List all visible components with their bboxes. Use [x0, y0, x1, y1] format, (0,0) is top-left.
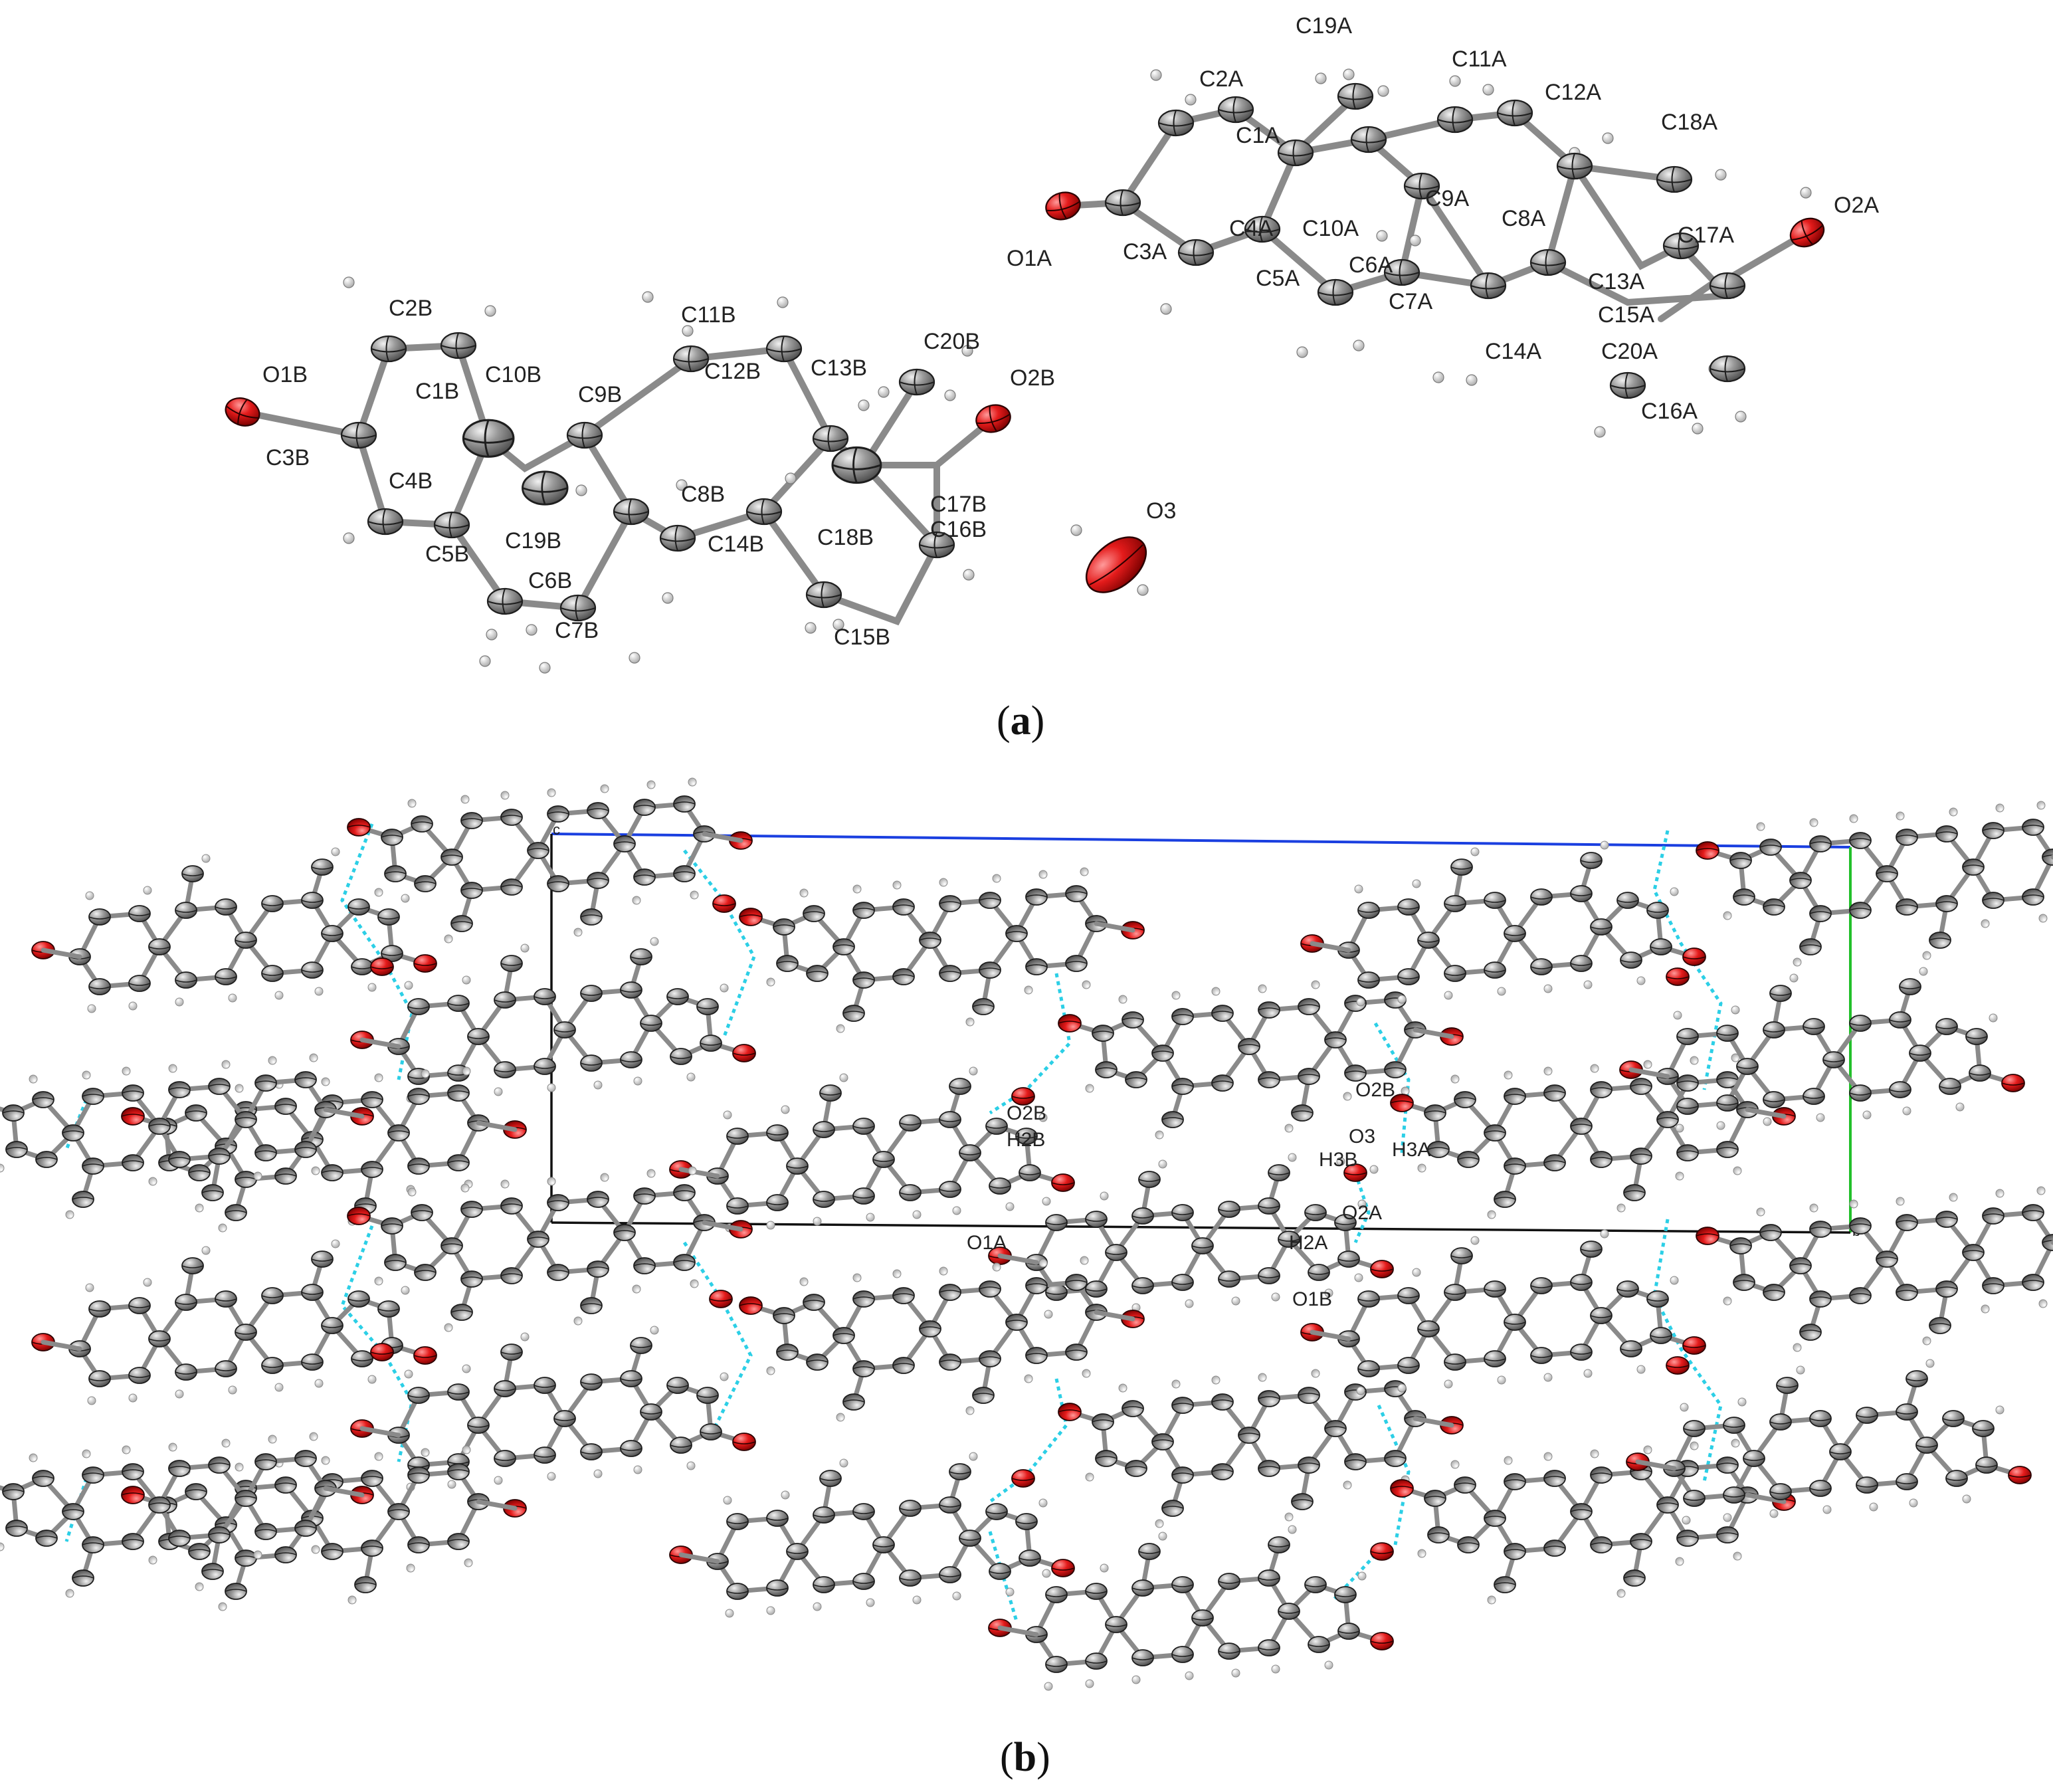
label-C17B: C17B — [930, 492, 987, 517]
packing-molecule — [1301, 1230, 1706, 1395]
label-C13B: C13B — [811, 355, 867, 381]
label-C12A: C12A — [1545, 80, 1601, 105]
label-O2B: O2B — [1010, 365, 1055, 391]
label-C5B: C5B — [425, 542, 469, 567]
packing-molecule — [1696, 1187, 2053, 1351]
label-C9A: C9A — [1425, 186, 1469, 211]
label-O2A: O2A — [1834, 193, 1879, 218]
axis-label-c: c — [553, 821, 560, 838]
label-C11A: C11A — [1452, 47, 1507, 72]
label-C8A: C8A — [1502, 206, 1545, 231]
label-H3B: H3B — [1319, 1149, 1357, 1171]
label-O2B-left: O2B — [1007, 1102, 1046, 1124]
label-H3A: H3A — [1392, 1139, 1430, 1161]
label-O1A: O1A — [1007, 246, 1052, 271]
label-C20A: C20A — [1601, 339, 1658, 364]
label-O2A: O2A — [1342, 1202, 1382, 1224]
label-C7A: C7A — [1389, 289, 1432, 314]
label-C10A: C10A — [1302, 216, 1359, 241]
label-C18B: C18B — [817, 525, 874, 550]
packing-molecule — [1391, 1054, 1795, 1219]
packing-molecule — [739, 1256, 1144, 1421]
packing-molecule — [739, 868, 1144, 1033]
label-C4A: C4A — [1229, 216, 1273, 241]
packing-molecule — [347, 778, 752, 943]
label-O1B: O1B — [1292, 1288, 1332, 1310]
packing-molecule — [351, 938, 755, 1102]
label-C1A: C1A — [1236, 123, 1280, 148]
label-H2A: H2A — [1289, 1232, 1327, 1254]
panel-b-caption: (b) — [1000, 1735, 1050, 1780]
label-C14A: C14A — [1485, 339, 1541, 364]
packing-molecule — [32, 1240, 437, 1405]
label-C15A: C15A — [1598, 302, 1654, 328]
label-C12B: C12B — [704, 359, 761, 384]
molecule-a-atom-labels: C2A C1A C19A C11A C12A C18A O2A C17A C9A… — [1007, 13, 1879, 424]
packing-molecules — [0, 778, 2053, 1690]
water-o3: O3 — [1070, 498, 1176, 596]
label-O1A: O1A — [967, 1232, 1007, 1254]
packing-waters — [370, 894, 1690, 1561]
label-C2A: C2A — [1199, 66, 1243, 92]
label-C6B: C6B — [528, 568, 572, 593]
label-H2B: H2B — [1007, 1129, 1045, 1151]
label-C3A: C3A — [1123, 239, 1167, 264]
label-C14B: C14B — [708, 532, 764, 557]
packing-molecule — [1626, 1359, 2031, 1524]
label-C8B: C8B — [681, 482, 725, 507]
label-O2B-right: O2B — [1355, 1079, 1395, 1101]
label-C19A: C19A — [1296, 13, 1352, 39]
label-C2B: C2B — [389, 296, 433, 321]
packing-molecule — [347, 1167, 752, 1332]
hydrogen-bonds — [64, 823, 1723, 1622]
label-C1B: C1B — [415, 379, 459, 404]
label-C17A: C17A — [1678, 223, 1734, 248]
label-C18A: C18A — [1661, 110, 1717, 135]
molecule-b-atom-labels: C2B C1B C10B C9B C11B C12B C13B C20B O2B… — [262, 296, 1055, 650]
packing-molecule — [1301, 841, 1706, 1006]
label-O3: O3 — [1349, 1126, 1375, 1147]
label-C20B: C20B — [924, 329, 980, 354]
label-C9B: C9B — [578, 382, 622, 407]
label-C16B: C16B — [930, 517, 987, 542]
label-C6A: C6A — [1349, 252, 1393, 278]
label-O1B: O1B — [262, 362, 308, 387]
label-C11B: C11B — [681, 302, 736, 328]
label-C10B: C10B — [485, 362, 541, 387]
label-O3: O3 — [1146, 498, 1176, 524]
packing-molecule — [1696, 801, 2053, 966]
label-C19B: C19B — [505, 528, 561, 553]
packing-molecule — [1391, 1439, 1795, 1604]
label-C15B: C15B — [834, 625, 890, 650]
cell-axis-c — [551, 833, 1851, 848]
panel-a-caption: (a) — [997, 698, 1044, 744]
packing-molecule — [989, 1526, 1393, 1690]
label-C16A: C16A — [1641, 399, 1698, 424]
packing-molecule — [32, 848, 437, 1013]
label-C13A: C13A — [1588, 269, 1644, 294]
unit-cell: c a b — [550, 821, 1862, 1239]
label-C5A: C5A — [1256, 266, 1300, 291]
label-C3B: C3B — [266, 445, 310, 470]
label-C7B: C7B — [555, 618, 599, 643]
packing-molecule — [1620, 967, 2024, 1132]
packing-labels: O2B H2B O1A O2B O3 H3B H3A O2A H2A O1B — [967, 1079, 1430, 1310]
label-C4B: C4B — [389, 468, 433, 494]
